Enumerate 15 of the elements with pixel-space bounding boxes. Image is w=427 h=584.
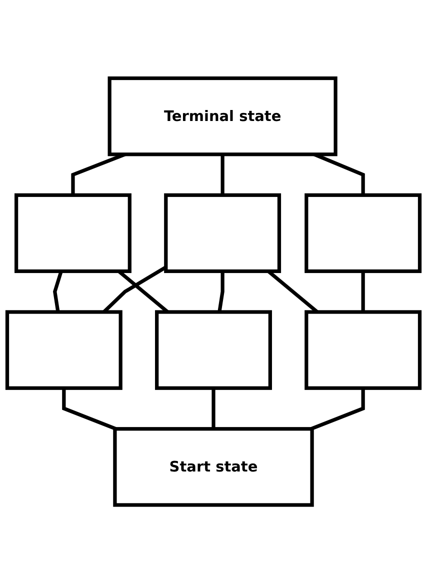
node-box xyxy=(5,310,122,390)
connector xyxy=(62,388,117,431)
node-box xyxy=(304,194,422,274)
connector xyxy=(220,154,224,196)
connector xyxy=(53,271,63,313)
node-box: Start state xyxy=(113,427,314,508)
node-box xyxy=(304,310,422,390)
node-box xyxy=(155,310,272,390)
node-box xyxy=(14,194,132,274)
node-box: Terminal state xyxy=(108,76,338,157)
connector xyxy=(212,388,216,430)
node-box xyxy=(164,194,282,274)
connector xyxy=(361,272,365,312)
connector xyxy=(218,272,224,313)
connector xyxy=(310,388,365,431)
